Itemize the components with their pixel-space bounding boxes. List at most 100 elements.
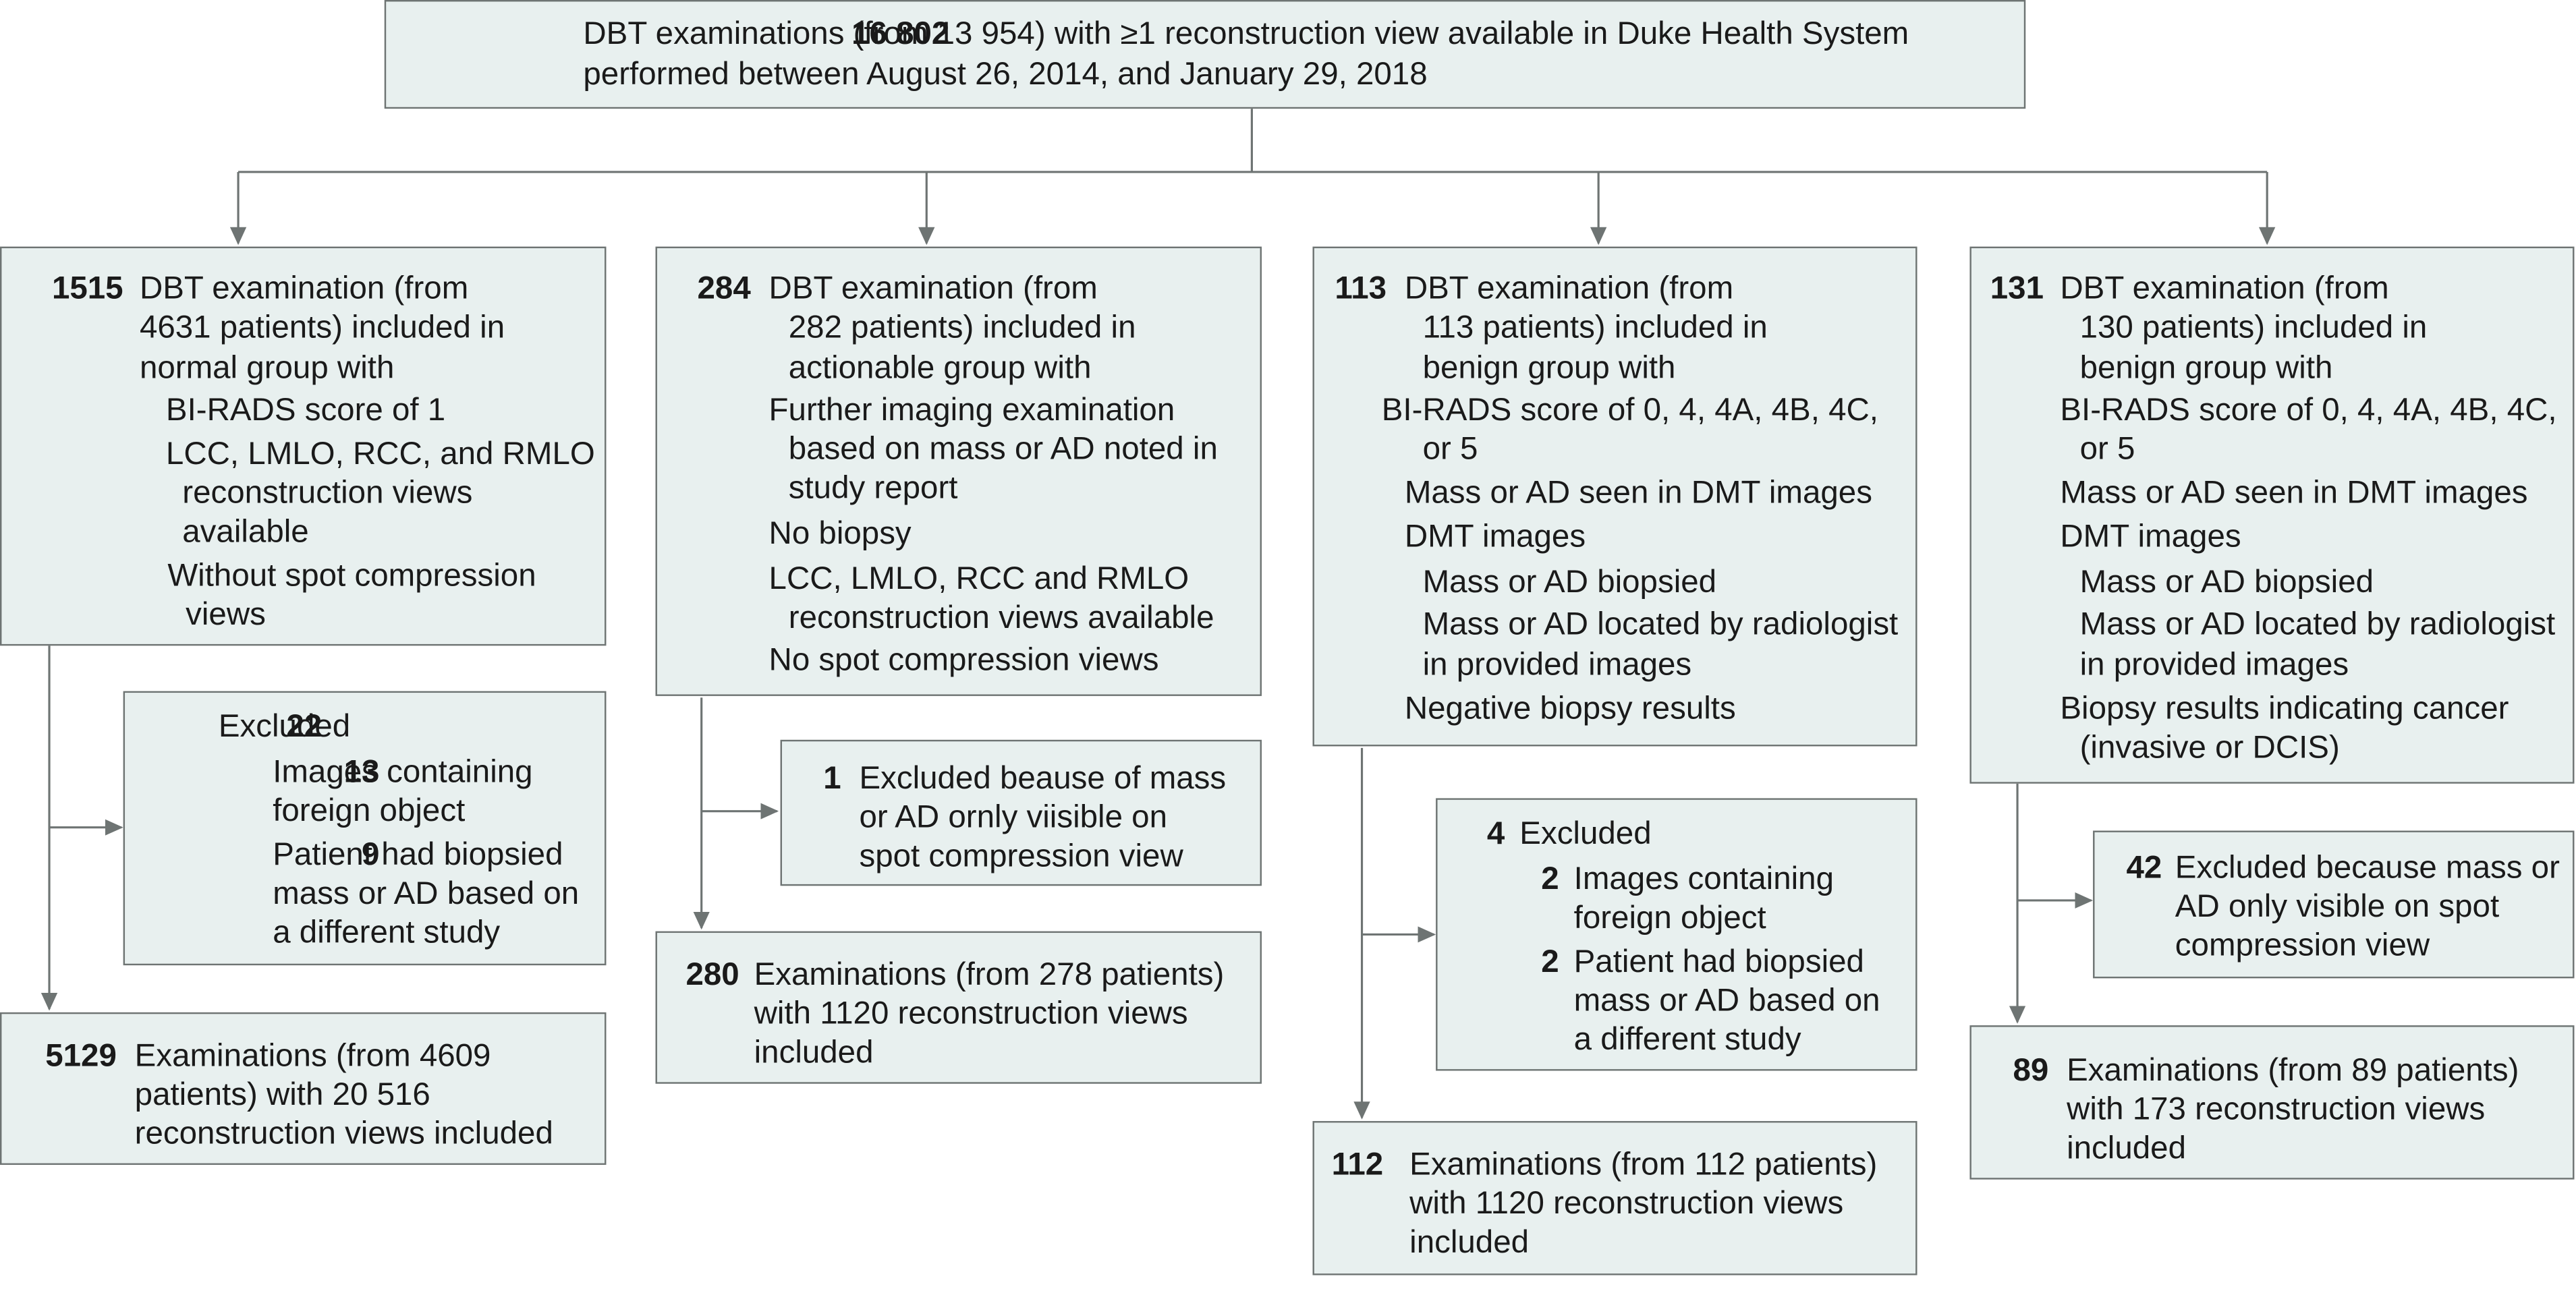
benign-final-box: 112 Examinations (from 112 patients) wit… — [1312, 1121, 1917, 1275]
criteria-line: DBT examination (from — [768, 270, 1098, 307]
benign-group-box: 113 DBT examination (from 113 patients) … — [1312, 246, 1917, 747]
criteria-line: Mass or AD located by radiologist — [2079, 606, 2556, 643]
criteria-line: in provided images — [1422, 647, 1692, 683]
criteria-line: Without spot compression — [167, 558, 536, 594]
criteria-line: based on mass or AD noted in — [788, 431, 1218, 467]
criteria-line: DBT examination (from — [2060, 270, 2389, 307]
excluded-item-line: a different study — [273, 915, 501, 951]
criteria-line: Mass or AD located by radiologist — [1422, 606, 1899, 643]
criteria-line: or 5 — [1422, 431, 1478, 467]
criteria-line: No spot compression views — [768, 642, 1159, 679]
excluded-line: AD only visible on spot — [2175, 889, 2500, 925]
final-line: included — [1409, 1225, 1530, 1261]
final-line: Examinations (from 112 patients) — [1409, 1147, 1878, 1183]
criteria-line: (invasive or DCIS) — [2079, 730, 2340, 766]
final-line: Examinations (from 278 patients) — [754, 957, 1225, 994]
excluded-line: Excluded beause of mass — [859, 761, 1227, 797]
total-count: 16 802 — [851, 16, 950, 52]
total-examinations-box: 16 802 DBT examinations (from 13 954) wi… — [384, 0, 2026, 109]
criteria-line: available — [182, 514, 309, 550]
criteria-line: DMT images — [2060, 519, 2241, 555]
excluded-line: or AD ornly viisible on — [859, 799, 1167, 836]
criteria-line: DBT examination (from — [139, 270, 469, 307]
excluded-line: Excluded because mass or — [2175, 850, 2560, 886]
criteria-line: reconstruction views — [182, 475, 473, 511]
final-line: Examinations (from 89 patients) — [2067, 1053, 2519, 1089]
excluded-item-line: a different study — [1573, 1022, 1801, 1058]
benign-group-count: 113 — [1335, 270, 1387, 307]
criteria-line: Negative biopsy results — [1404, 691, 1736, 727]
cancer-group-count: 131 — [1990, 270, 2044, 307]
final-line: included — [2067, 1130, 2186, 1167]
cancer-excluded-box: 42 Excluded because mass or AD only visi… — [2093, 830, 2575, 979]
criteria-line: DMT images — [1404, 519, 1586, 555]
criteria-line: No biopsy — [768, 515, 912, 552]
final-line: patients) with 20 516 — [134, 1077, 430, 1114]
excluded-item-count: 2 — [1541, 944, 1559, 980]
excluded-item-count: 13 — [343, 754, 380, 791]
criteria-line: DBT examination (from — [1404, 270, 1734, 307]
criteria-line: or 5 — [2079, 431, 2135, 467]
excluded-item-line: foreign object — [1573, 900, 1766, 936]
excluded-item-line: Patient had biopsied — [273, 837, 563, 873]
criteria-line: 130 patients) included in — [2079, 310, 2428, 346]
criteria-line: Mass or AD seen in DMT images — [1404, 475, 1872, 511]
criteria-line: 113 patients) included in — [1422, 310, 1768, 346]
criteria-line: in provided images — [2079, 647, 2349, 683]
criteria-line: Further imaging examination — [768, 393, 1175, 428]
criteria-line: Biopsy results indicating cancer — [2060, 691, 2509, 727]
criteria-line: BI-RADS score of 0, 4, 4A, 4B, 4C, — [2060, 393, 2557, 428]
total-text-line: performed between August 26, 2014, and J… — [583, 57, 1428, 93]
cancer-group-box: 131 DBT examination (from 130 patients) … — [1969, 246, 2575, 784]
excluded-line: compression view — [2175, 927, 2430, 964]
excluded-item-line: Patient had biopsied — [1573, 944, 1864, 980]
excluded-label: Excluded — [218, 709, 351, 745]
excluded-count: 4 — [1486, 815, 1505, 852]
cancer-final-box: 89 Examinations (from 89 patients) with … — [1969, 1025, 2575, 1180]
final-count: 89 — [2013, 1053, 2049, 1089]
final-count: 5129 — [45, 1038, 117, 1074]
excluded-line: spot compression view — [859, 838, 1183, 875]
final-count: 280 — [685, 957, 739, 994]
criteria-line: benign group with — [1422, 350, 1676, 386]
excluded-count: 22 — [286, 709, 323, 745]
excluded-item-count: 9 — [362, 837, 380, 873]
criteria-line: Mass or AD biopsied — [2079, 565, 2374, 600]
excluded-label: Excluded — [1519, 815, 1652, 852]
final-line: with 1120 reconstruction views — [1409, 1186, 1844, 1222]
normal-group-box: 1515 DBT examination (from 4631 patients… — [0, 246, 607, 646]
actionable-final-box: 280 Examinations (from 278 patients) wit… — [655, 931, 1262, 1084]
normal-final-box: 5129 Examinations (from 4609 patients) w… — [0, 1012, 607, 1166]
actionable-group-count: 284 — [697, 270, 751, 307]
excluded-item-count: 2 — [1541, 861, 1559, 898]
final-count: 112 — [1331, 1147, 1384, 1183]
excluded-count: 1 — [823, 761, 841, 797]
final-line: with 173 reconstruction views — [2067, 1091, 2486, 1128]
criteria-line: actionable group with — [788, 350, 1092, 386]
criteria-line: benign group with — [2079, 350, 2333, 386]
benign-excluded-box: 4 Excluded 2 Images containing foreign o… — [1436, 798, 1917, 1071]
criteria-line: normal group with — [139, 350, 395, 386]
criteria-line: Mass or AD biopsied — [1422, 565, 1717, 600]
criteria-line: Mass or AD seen in DMT images — [2060, 475, 2528, 511]
criteria-line: LCC, LMLO, RCC, and RMLO — [165, 436, 595, 472]
criteria-line: BI-RADS score of 0, 4, 4A, 4B, 4C, — [1381, 393, 1879, 428]
excluded-item-line: Images containing — [1573, 861, 1835, 898]
criteria-line: 4631 patients) included in — [139, 310, 505, 346]
final-line: reconstruction views included — [134, 1116, 553, 1152]
criteria-line: 282 patients) included in — [788, 310, 1136, 346]
total-text-line: DBT examinations (from 13 954) with ≥1 r… — [583, 16, 1909, 52]
criteria-line: views — [186, 597, 266, 633]
excluded-item-line: mass or AD based on — [273, 875, 580, 912]
excluded-item-line: foreign object — [273, 793, 466, 830]
normal-group-count: 1515 — [51, 270, 123, 307]
criteria-line: study report — [788, 470, 958, 507]
final-line: Examinations (from 4609 — [134, 1038, 491, 1074]
criteria-line: LCC, LMLO, RCC and RMLO — [768, 561, 1189, 598]
excluded-count: 42 — [2126, 850, 2162, 886]
final-line: with 1120 reconstruction views — [754, 996, 1188, 1032]
excluded-item-line: mass or AD based on — [1573, 983, 1880, 1019]
normal-excluded-box: 22 Excluded 13 Images containing foreign… — [123, 691, 607, 966]
